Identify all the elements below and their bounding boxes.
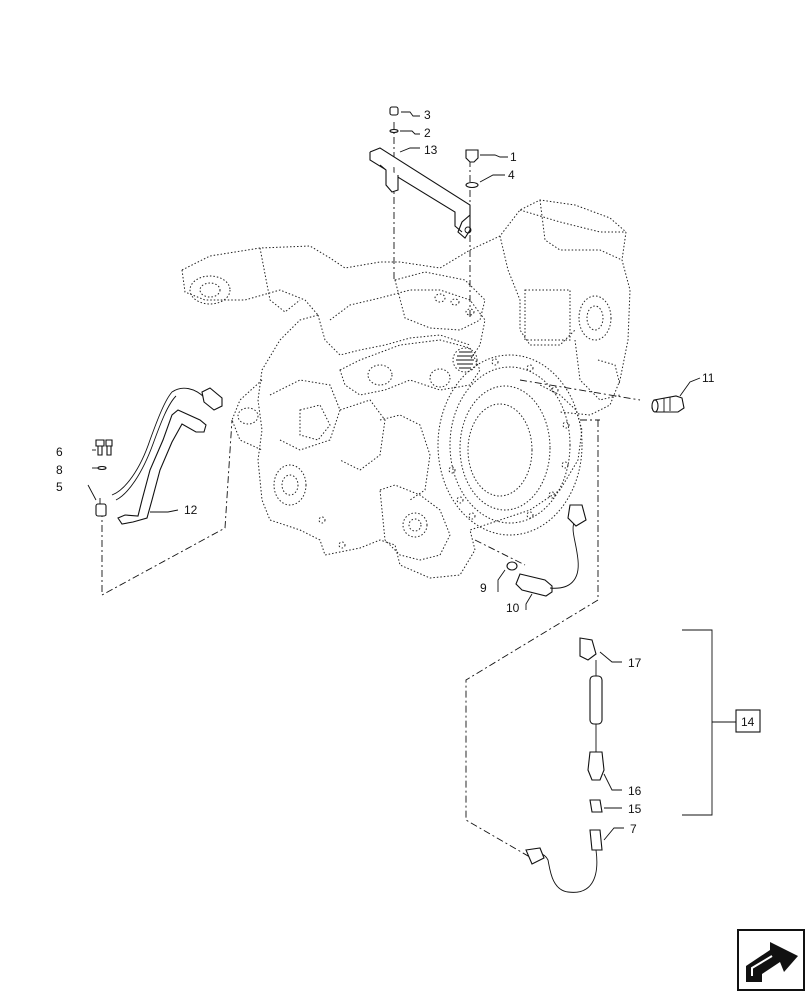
callout-15: 15 bbox=[628, 802, 642, 816]
hardware-parts-1-4 bbox=[389, 106, 479, 189]
connector-part-12 bbox=[201, 387, 223, 411]
callout-10: 10 bbox=[506, 601, 520, 615]
callout-12: 12 bbox=[184, 503, 198, 517]
transmission-housing bbox=[181, 199, 631, 579]
bracket-part-13 bbox=[369, 147, 472, 239]
callout-7: 7 bbox=[630, 822, 637, 836]
leader-lines bbox=[87, 111, 701, 841]
connector-part-7 bbox=[589, 829, 603, 851]
sleeve-part-17 bbox=[589, 675, 603, 725]
harness-bracket-part-12 bbox=[95, 387, 223, 525]
callout-11: 11 bbox=[702, 371, 715, 385]
callout-14: 14 bbox=[741, 715, 755, 729]
washer-part-2 bbox=[389, 128, 399, 134]
plug-part-1 bbox=[465, 149, 479, 163]
callout-1: 1 bbox=[510, 150, 517, 164]
callout-labels: 3 2 13 1 4 11 6 8 5 12 9 10 17 14 16 15 … bbox=[56, 108, 755, 836]
callout-4: 4 bbox=[508, 168, 515, 182]
callout-box-14 bbox=[735, 709, 761, 733]
callout-6: 6 bbox=[56, 445, 63, 459]
o-ring-part-9 bbox=[506, 561, 518, 571]
callout-9: 9 bbox=[480, 581, 487, 595]
group-bracket-14 bbox=[682, 629, 713, 816]
hardware-parts-6-8 bbox=[95, 439, 113, 471]
connector-part-17 bbox=[579, 637, 597, 661]
seal-part-4 bbox=[465, 181, 479, 189]
harness-parts-7-15-16-17 bbox=[525, 637, 605, 893]
assembly-lines bbox=[101, 122, 641, 861]
nut-part-3 bbox=[389, 106, 399, 116]
callout-2: 2 bbox=[424, 126, 431, 140]
connector-part-16 bbox=[587, 751, 605, 781]
sensor-part-5 bbox=[95, 503, 107, 517]
callout-5: 5 bbox=[56, 480, 63, 494]
callout-3: 3 bbox=[424, 108, 431, 122]
callout-17: 17 bbox=[628, 656, 642, 670]
sensor-part-10 bbox=[515, 573, 553, 597]
next-page-arrow-icon[interactable] bbox=[737, 929, 805, 991]
speed-sensor-parts-9-10 bbox=[506, 504, 587, 597]
callout-8: 8 bbox=[56, 463, 63, 477]
sensor-part-11 bbox=[651, 395, 685, 413]
callout-13: 13 bbox=[424, 143, 438, 157]
callout-16: 16 bbox=[628, 784, 642, 798]
connector-part-15 bbox=[589, 799, 603, 813]
